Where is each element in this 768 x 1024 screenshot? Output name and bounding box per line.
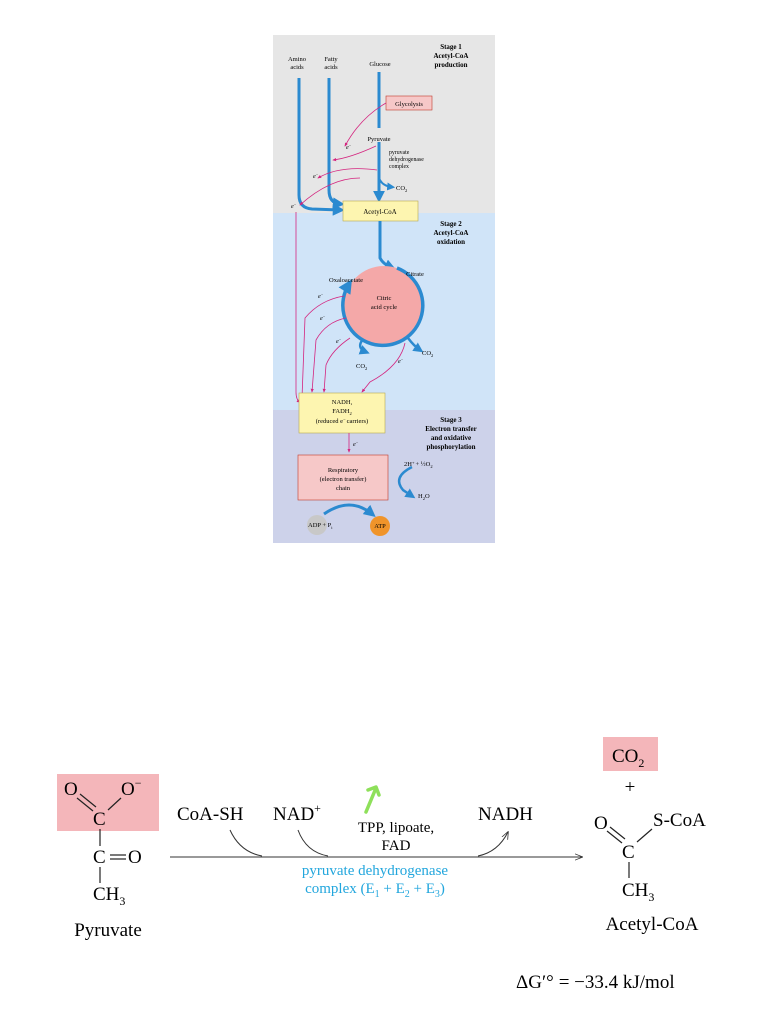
adp-circle [307,515,327,535]
plus-sign: + [625,777,636,798]
svg-text:Electron transfer: Electron transfer [425,425,476,433]
svg-text:CH3: CH3 [93,884,125,908]
stage2-title: Stage 2 Acetyl-CoA oxidation [434,220,469,246]
svg-text:C: C [93,847,106,868]
cycle-label: Citric acid cycle [371,295,397,311]
svg-text:e−: e− [313,172,319,180]
acetyl-coa-box-label: Acetyl-CoA [363,209,396,216]
svg-text:S-CoA: S-CoA [653,810,706,831]
svg-text:FADH2: FADH2 [332,408,351,416]
co2-cycle-right: CO2 [422,350,433,358]
cofactors-line2: FAD [382,838,411,854]
svg-text:Acetyl-CoA: Acetyl-CoA [434,229,469,237]
carboxyl-highlight [57,774,159,831]
svg-text:O: O [128,847,142,868]
svg-text:Amino: Amino [288,56,306,63]
pointer-arrow-icon [364,785,381,814]
svg-text:e−: e− [346,143,352,151]
svg-text:e−: e− [291,202,297,210]
svg-text:NADH,: NADH, [332,399,353,406]
svg-text:(reduced e−carriers): (reduced e−carriers) [316,417,368,425]
svg-text:C: C [622,842,635,863]
co2-highlight [603,737,658,771]
svg-text:Fatty: Fatty [324,56,338,63]
svg-text:production: production [435,61,468,69]
nadh-box-label: NADH, FADH2 (reduced e−carriers) [316,399,368,425]
svg-text:Stage 1: Stage 1 [440,43,462,51]
svg-text:Respiratory: Respiratory [328,467,359,474]
pdh-label: pyruvate dehydrogenase complex [389,150,424,170]
nadh-box [298,392,386,434]
svg-text:acid cycle: acid cycle [371,304,397,311]
stage1-title: Stage 1 Acetyl-CoA production [434,43,469,69]
oxygen-to-water-arrow [397,465,416,499]
reactant-name: Pyruvate [74,920,142,941]
product-name: Acetyl-CoA [606,914,699,935]
water-label: H2O [418,493,430,501]
citrate-label: Citrate [406,271,424,278]
stage2-electron-labels: e− e− e− e− [318,292,404,365]
svg-text:e−: e− [320,314,326,322]
nad-label: NAD+ [273,801,321,825]
svg-text:oxidation: oxidation [437,238,465,246]
co2-stage1-label: CO2 [396,185,407,193]
metabolism-stages-figure: Stage 1 Acetyl-CoA production Stage 2 Ac… [273,35,495,543]
input-labels: Amino acids Fatty acids Glucose [288,56,391,71]
nadh-label: NADH [478,804,533,825]
nadh-to-chain-electron: e− [353,440,359,448]
cosubstrate-curves [229,829,508,857]
svg-text:C: C [93,809,106,830]
proton-oxygen-label: 2H++ ½O2 [404,460,433,469]
svg-text:acids: acids [324,64,338,71]
stage2-electron-arrows [300,295,406,399]
cycle-co2-arrows [358,337,424,355]
svg-text:Stage 3: Stage 3 [440,416,462,424]
co2-product: CO2 [612,746,644,770]
cofactors-line1: TPP, lipoate, [358,820,434,836]
pyruvate-bonds [76,793,126,883]
glycolysis-label: Glycolysis [395,101,423,108]
stage3-title: Stage 3 Electron transfer and oxidative … [425,416,476,451]
pyruvate-label: Pyruvate [367,136,390,143]
svg-text:chain: chain [336,485,351,492]
svg-text:pyruvate: pyruvate [389,150,410,156]
svg-text:(electron transfer): (electron transfer) [320,476,367,483]
svg-text:phosphorylation: phosphorylation [426,443,475,451]
stage1-electron-labels: e− e− e− [291,143,352,210]
pyruvate-structure: O O− C C O CH3 [64,776,142,908]
svg-text:acids: acids [290,64,304,71]
co2-cycle-left: CO2 [356,363,367,371]
respiratory-chain-label: Respiratory (electron transfer) chain [320,467,367,492]
citric-acid-cycle [344,266,424,346]
atp-label: ATP [374,523,386,530]
delta-g: ΔG′°= −33.4 kJ/mol [516,972,675,993]
adp-label: ADP + Pi [308,522,333,530]
svg-text:e−: e− [318,292,324,300]
svg-text:O: O [64,779,78,800]
svg-text:O: O [594,813,608,834]
svg-text:Stage 2: Stage 2 [440,220,462,228]
respiratory-chain-box [297,454,389,501]
coa-sh-label: CoA-SH [177,804,244,825]
svg-text:CH3: CH3 [622,880,654,904]
oxaloacetate-label: Oxaloacetate [329,277,363,284]
svg-text:e−: e− [336,337,342,345]
svg-text:and oxidative: and oxidative [431,434,471,442]
enzyme-line2: complex (E1 + E2 + E3) [305,881,445,900]
svg-text:e−: e− [398,357,404,365]
svg-text:Glucose: Glucose [369,61,390,68]
atp-circle [370,516,390,536]
acetyl-coa-structure: O S-CoA C CH3 [594,810,706,904]
svg-text:dehydrogenase: dehydrogenase [389,157,424,163]
svg-text:Acetyl-CoA: Acetyl-CoA [434,52,469,60]
enzyme-line1: pyruvate dehydrogenase [302,863,449,879]
acetyl-coa-bonds [606,826,653,878]
svg-text:Citric: Citric [377,295,392,302]
adp-to-atp-arrow [323,503,376,518]
stage1-electron-arrows [299,102,387,206]
svg-text:O−: O− [121,776,142,800]
cycle-ring-arrow [338,266,425,348]
svg-text:complex: complex [389,164,409,170]
